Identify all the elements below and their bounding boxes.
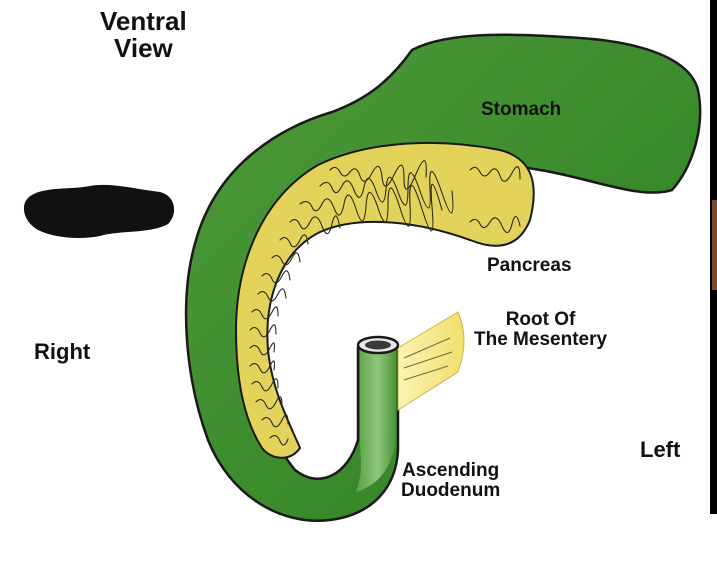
redaction-mark — [23, 184, 175, 238]
view-title-line1: Ventral — [100, 6, 187, 36]
ascending-duodenum-label: Ascending Duodenum — [401, 461, 500, 501]
right-edge-mark — [712, 200, 717, 290]
orientation-right-label: Right — [34, 339, 91, 364]
mesentery-lines — [403, 337, 453, 381]
mesentery-root-label-line2: The Mesentery — [474, 328, 608, 350]
pancreas-label: Pancreas — [487, 255, 572, 276]
view-title: Ventral View — [100, 6, 187, 64]
mesentery-root-label: Root Of The Mesentery — [474, 310, 607, 350]
ascending-duodenum-label-line2: Duodenum — [401, 479, 501, 501]
mesentery-root-label-line1: Root Of — [505, 309, 576, 330]
duodenum-lumen — [365, 340, 391, 350]
ascending-duodenum-label-line1: Ascending — [402, 460, 500, 481]
orientation-left-label: Left — [640, 437, 681, 462]
stomach-label: Stomach — [481, 99, 562, 120]
mesentery-root — [397, 311, 465, 411]
pancreas-texture — [249, 160, 521, 446]
view-title-line2: View — [113, 33, 173, 64]
ascending-duodenum — [356, 348, 396, 492]
